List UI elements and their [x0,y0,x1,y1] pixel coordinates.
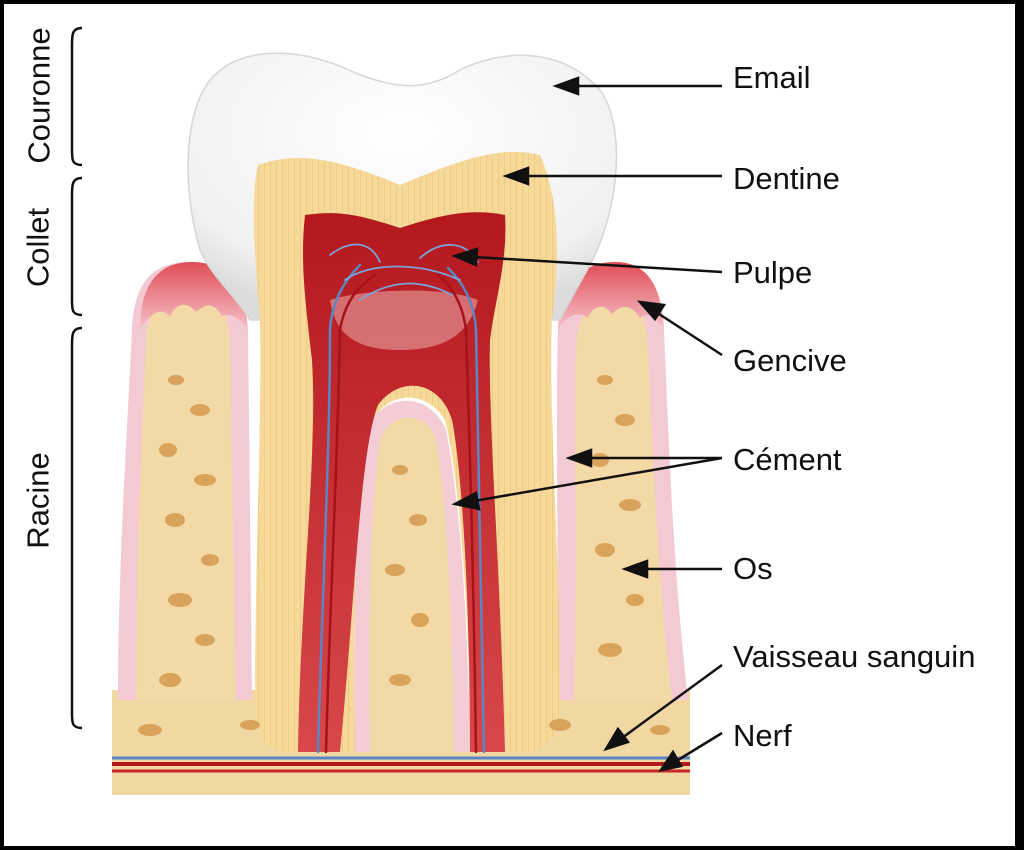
left-gum-bone [118,262,252,700]
section-label-collet: Collet [20,207,56,288]
label-vaisseau-sanguin: Vaisseau sanguin [733,639,976,674]
pulp [298,212,506,752]
label-nerf: Nerf [733,718,792,753]
label-arrows [451,76,723,772]
label-gencive: Gencive [733,343,847,378]
bone-texture [138,375,670,736]
section-brackets [70,26,83,730]
right-gum-bone [555,262,688,700]
inter-root-bone [369,417,454,752]
label-email: Email [733,60,811,95]
pulp-highlight [330,290,478,350]
section-label-couronne: Couronne [21,27,57,164]
section-label-racine: Racine [20,452,56,549]
label-cement: Cément [733,442,842,477]
vessels [316,243,486,754]
label-dentine: Dentine [733,161,840,196]
label-pulpe: Pulpe [733,255,813,290]
base-vessels [112,756,690,773]
label-os: Os [733,551,773,586]
